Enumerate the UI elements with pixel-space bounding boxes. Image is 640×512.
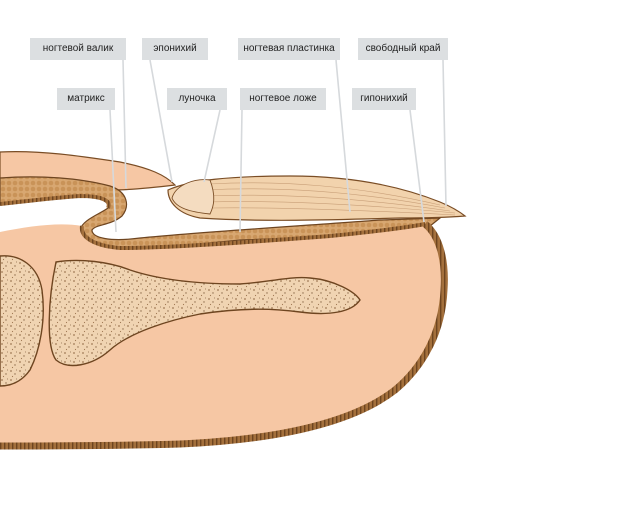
nail-plate xyxy=(167,175,467,221)
lunula xyxy=(171,179,215,215)
label-lunula: луночка xyxy=(167,88,227,110)
nail-bed-border xyxy=(79,222,426,251)
label-nail-fold: ногтевой валик xyxy=(30,38,126,60)
label-hyponychium: гипонихий xyxy=(352,88,416,110)
fold-border xyxy=(0,193,111,209)
label-nail-plate: ногтевая пластинка xyxy=(238,38,340,60)
label-matrix: матрикс xyxy=(57,88,115,110)
leader-lines xyxy=(109,59,447,233)
distal-phalanx xyxy=(48,259,361,367)
nail-plate-lines xyxy=(204,182,456,216)
label-nail-bed: ногтевое ложе xyxy=(240,88,326,110)
label-free-edge: свободный край xyxy=(358,38,448,60)
middle-phalanx xyxy=(0,255,44,387)
label-eponychium: эпонихий xyxy=(142,38,208,60)
epidermis-border xyxy=(0,221,448,450)
